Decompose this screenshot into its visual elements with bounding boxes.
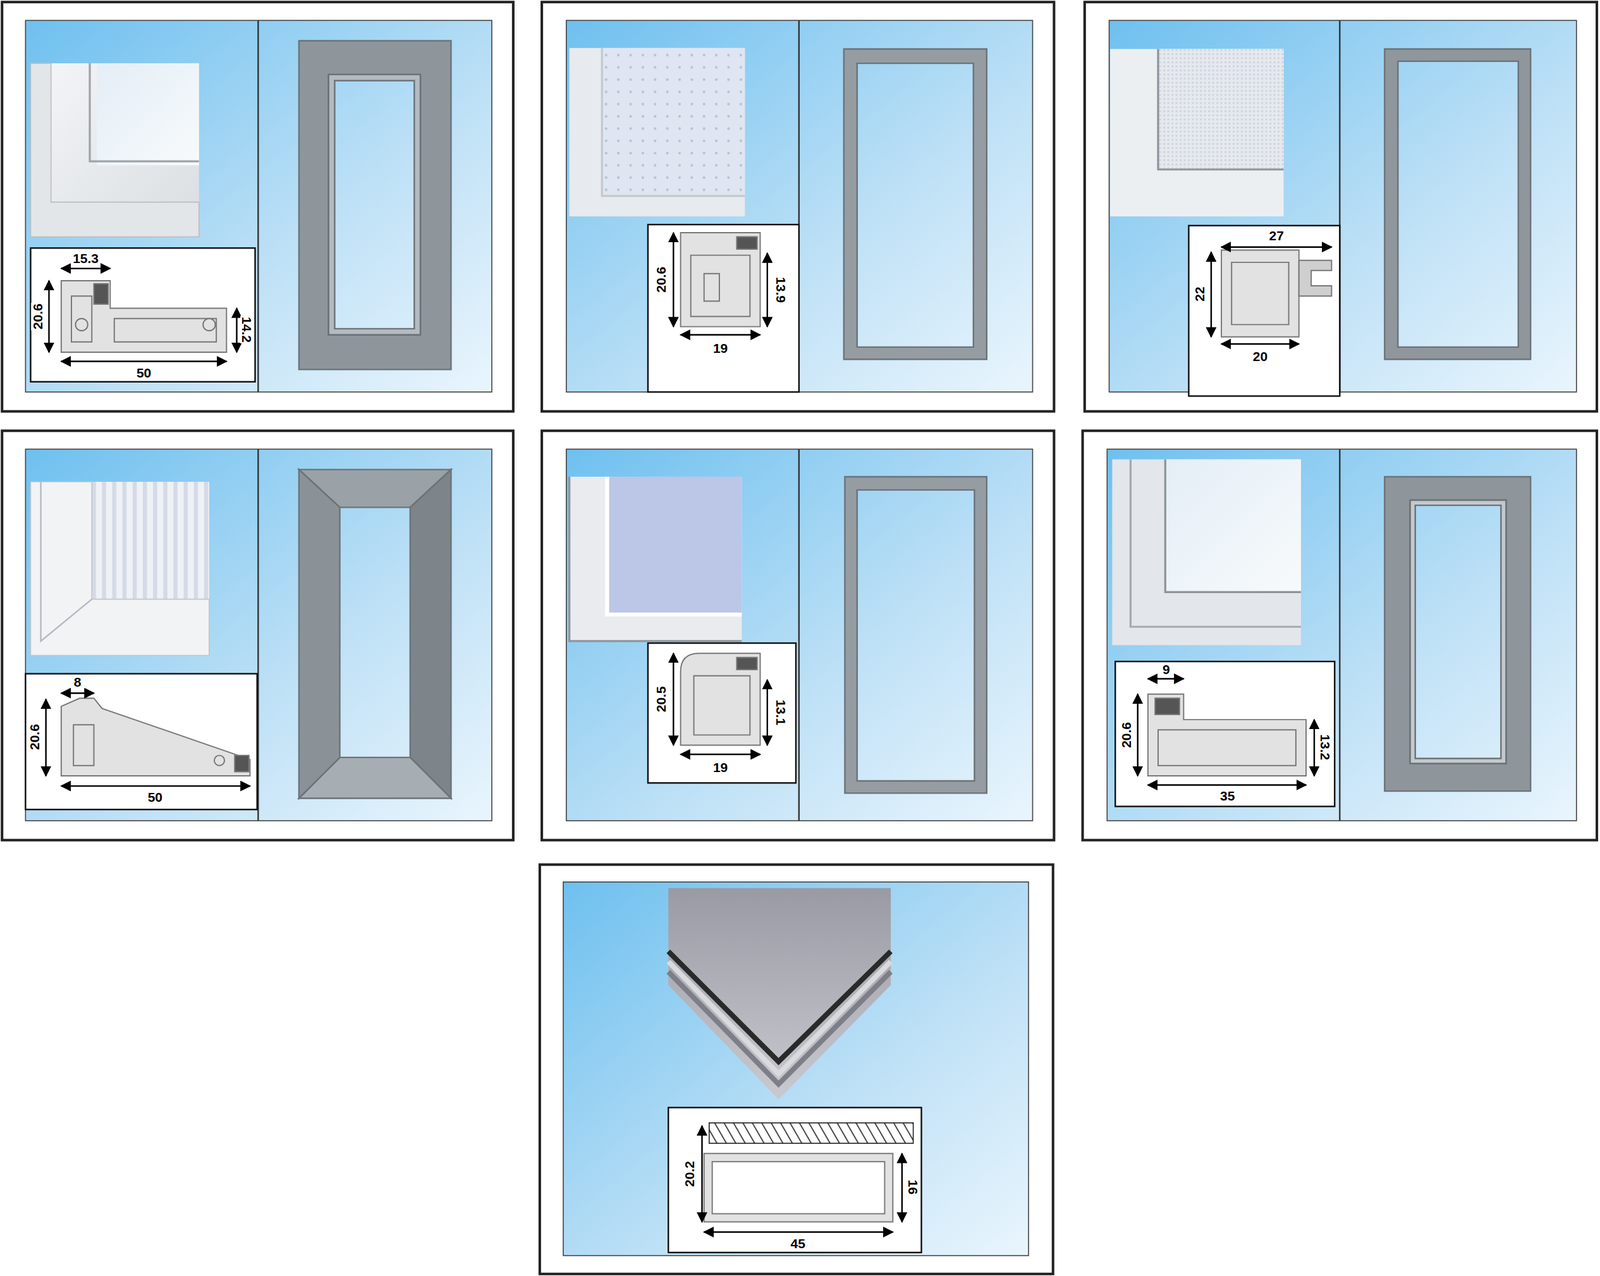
- dimension-label: 19: [711, 761, 729, 775]
- section-boxes: [25, 224, 1340, 1253]
- profile-sections: [61, 232, 1332, 1222]
- dimension-label: 8: [72, 675, 83, 689]
- dimension-label: 27: [1268, 228, 1286, 243]
- dimension-label: 20.5: [654, 685, 668, 714]
- panel-grounds: [25, 20, 1576, 1255]
- dimension-label: 14.2: [240, 315, 254, 344]
- dimension-label: 50: [146, 790, 164, 804]
- dimension-label: 9: [1161, 663, 1171, 677]
- dimension-label: 20.6: [1119, 720, 1133, 749]
- panel-dividers: [257, 20, 1340, 821]
- corner-photos: [30, 48, 1301, 1100]
- dimension-lines: [46, 232, 1332, 1232]
- dimension-label: 13.1: [773, 698, 788, 727]
- dimension-label: 19: [711, 341, 729, 355]
- dimension-label: 22: [1193, 285, 1207, 303]
- dimension-label: 20: [1251, 349, 1269, 363]
- dimension-label: 20.2: [683, 1160, 697, 1188]
- frame-renderings: [299, 41, 1531, 799]
- dimension-label: 13.9: [773, 275, 788, 304]
- dimension-label: 20.6: [27, 723, 42, 752]
- dimension-label: 16: [906, 1178, 920, 1196]
- dimension-label: 15.3: [72, 251, 100, 265]
- dimension-label: 50: [135, 366, 153, 380]
- dimension-label: 35: [1218, 789, 1236, 803]
- dimension-label: 13.2: [1318, 733, 1332, 762]
- dimension-label: 20.6: [30, 302, 45, 330]
- dimension-label: 20.6: [654, 265, 668, 294]
- hatched-panel: [709, 1122, 914, 1143]
- dimension-label: 45: [789, 1236, 807, 1250]
